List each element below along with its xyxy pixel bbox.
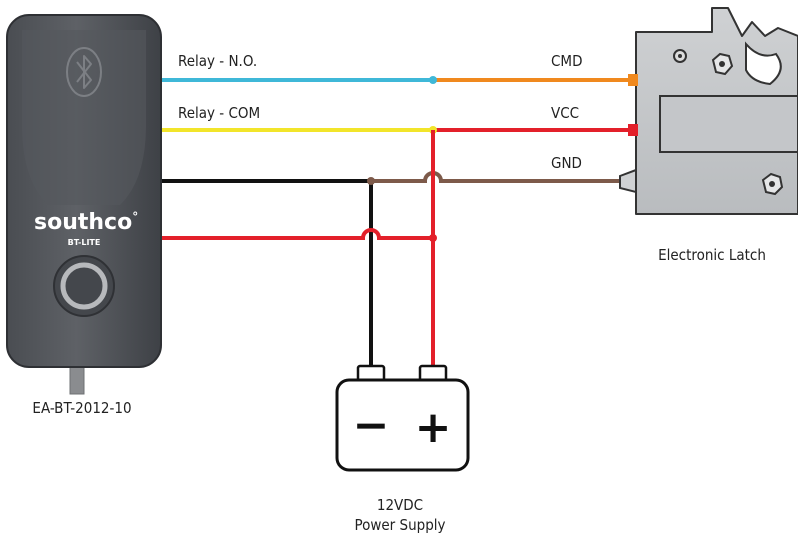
battery-neg-symbol: − xyxy=(353,400,390,451)
latch-caption: Electronic Latch xyxy=(658,246,766,264)
model-badge: BT-LITE xyxy=(68,238,101,247)
wires xyxy=(160,76,632,372)
wire-gnd xyxy=(371,171,632,183)
latch-terminal-cmd xyxy=(628,74,638,86)
power-supply-line1: 12VDC xyxy=(377,496,423,514)
power-supply-line2: Power Supply xyxy=(354,516,445,534)
electronic-latch xyxy=(619,7,798,215)
latch-window xyxy=(659,95,798,153)
bt-lite-device: southco° BT-LITE xyxy=(6,14,162,395)
battery-body xyxy=(335,378,470,472)
latch-nut-bottom-hole xyxy=(769,181,775,187)
latch-nut-top-hole xyxy=(719,61,725,67)
device-face-panel xyxy=(22,30,146,205)
battery: − + xyxy=(335,364,470,472)
label-gnd: GND xyxy=(551,154,582,172)
label-cmd: CMD xyxy=(551,52,582,70)
label-relay-no: Relay - N.O. xyxy=(178,52,257,70)
junction-cmd xyxy=(429,76,437,84)
junction-power xyxy=(429,234,437,242)
brand-logo: southco° xyxy=(34,210,138,235)
latch-screw-small-inner xyxy=(678,54,682,58)
label-vcc: VCC xyxy=(551,104,579,122)
latch-terminal-gnd xyxy=(619,168,637,194)
device-button-ring xyxy=(60,262,108,310)
battery-pos-symbol: + xyxy=(415,402,452,453)
bluetooth-icon xyxy=(66,47,102,97)
device-part-number: EA-BT-2012-10 xyxy=(32,399,131,417)
label-relay-com: Relay - COM xyxy=(178,104,260,122)
latch-terminal-vcc xyxy=(628,124,638,136)
latch-jaw xyxy=(745,41,782,86)
wire-red xyxy=(160,228,433,240)
